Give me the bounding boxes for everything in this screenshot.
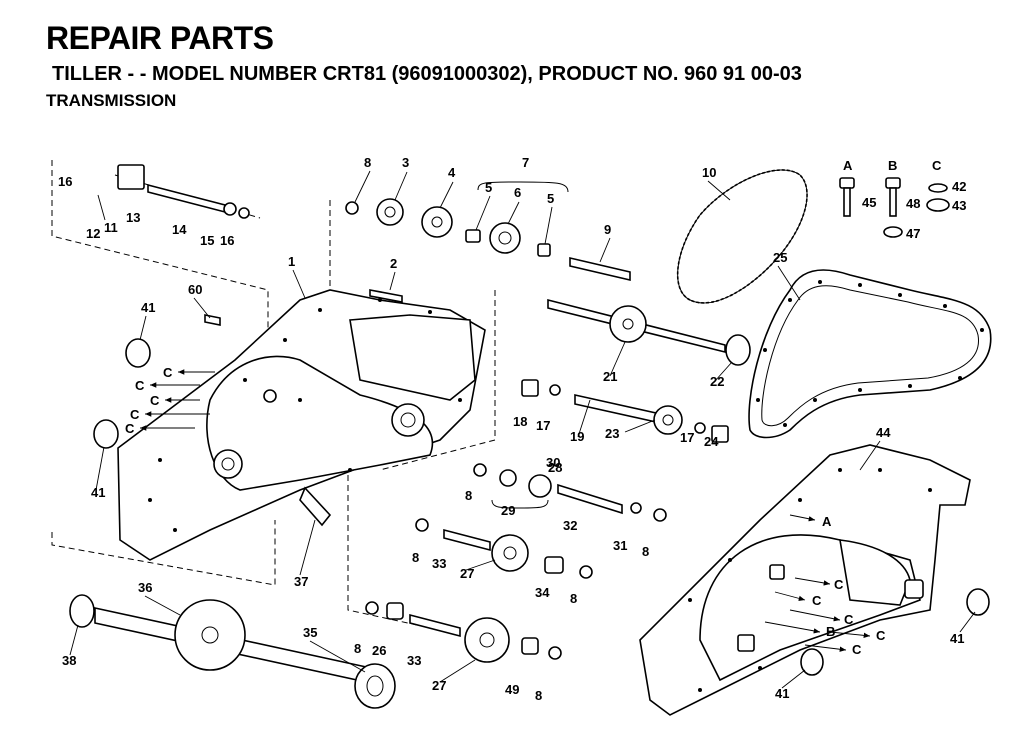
arrow-letter-c: C xyxy=(812,593,822,608)
callout-label: 21 xyxy=(603,369,617,384)
callout-label: 41 xyxy=(950,631,964,646)
callout-label: 41 xyxy=(775,686,789,701)
callout-label: 3 xyxy=(402,155,409,170)
callout-label: 13 xyxy=(126,210,140,225)
callout-label: 18 xyxy=(513,414,527,429)
callout-label: 26 xyxy=(372,643,386,658)
callout-label: 34 xyxy=(535,585,550,600)
callout-label: 41 xyxy=(91,485,105,500)
arrow-letter-c: C xyxy=(876,628,886,643)
callout-label: 10 xyxy=(702,165,716,180)
callout-label: 25 xyxy=(773,250,787,265)
callout-label: 29 xyxy=(501,503,515,518)
callout-label: 17 xyxy=(536,418,550,433)
gears-and-shafts xyxy=(69,198,990,709)
assembly-arrows xyxy=(140,369,871,652)
drive-chain xyxy=(676,169,808,304)
arrow-letter-c: C xyxy=(150,393,160,408)
callout-label: 9 xyxy=(604,222,611,237)
callout-label: 44 xyxy=(876,425,891,440)
callout-label: 33 xyxy=(432,556,446,571)
group-bracket xyxy=(477,181,569,193)
callout-label: 11 xyxy=(104,220,118,235)
callout-label: 6 xyxy=(514,185,521,200)
callout-label: 43 xyxy=(952,198,966,213)
section-heading: TRANSMISSION xyxy=(46,91,177,110)
callout-label: 1 xyxy=(288,254,295,269)
transmission-housing xyxy=(117,289,486,561)
callout-label: 7 xyxy=(522,155,529,170)
callout-label: 8 xyxy=(642,544,649,559)
callout-label: 8 xyxy=(364,155,371,170)
callout-label: 48 xyxy=(906,196,920,211)
callout-label: 23 xyxy=(605,426,619,441)
callout-label: 8 xyxy=(535,688,542,703)
group-bracket xyxy=(491,499,549,509)
shift-parts xyxy=(97,164,403,527)
page-title: REPAIR PARTS xyxy=(46,20,274,56)
callout-label: 47 xyxy=(906,226,920,241)
callout-label: 24 xyxy=(704,434,719,449)
callout-label: 4 xyxy=(448,165,456,180)
callout-label: 8 xyxy=(354,641,361,656)
callout-label: 16 xyxy=(220,233,234,248)
legend-letter-c: C xyxy=(932,158,942,173)
callout-label: 2 xyxy=(390,256,397,271)
callout-label: 32 xyxy=(563,518,577,533)
legend-letter-b: B xyxy=(888,158,897,173)
callout-label: 42 xyxy=(952,179,966,194)
arrow-letter-c: C xyxy=(852,642,862,657)
arrow-letter-a: A xyxy=(822,514,832,529)
callout-label: 60 xyxy=(188,282,202,297)
callout-label: 31 xyxy=(613,538,627,553)
hardware-legend xyxy=(839,177,950,238)
leader-lines xyxy=(69,170,976,689)
housing-gasket xyxy=(748,269,992,439)
callout-label: 16 xyxy=(58,174,72,189)
arrow-letter-c: C xyxy=(834,577,844,592)
callout-label: 49 xyxy=(505,682,519,697)
callout-label: 12 xyxy=(86,226,100,241)
arrow-letter-c: C xyxy=(125,421,135,436)
callout-label: 15 xyxy=(200,233,214,248)
callout-label: 33 xyxy=(407,653,421,668)
callout-label: 36 xyxy=(138,580,152,595)
arrow-letter-c: C xyxy=(135,378,145,393)
callout-label: 14 xyxy=(172,222,187,237)
callout-label: 28 xyxy=(548,460,562,475)
arrow-letter-c: C xyxy=(130,407,140,422)
callout-label: 30 xyxy=(546,455,560,470)
callout-label: 41 xyxy=(141,300,155,315)
callout-label: 37 xyxy=(294,574,308,589)
callout-label: 35 xyxy=(303,625,317,640)
callout-label: 8 xyxy=(465,488,472,503)
part-callouts: 1 2 3 4 5 5 6 7 8 8 8 8 8 8 8 9 10 11 12… xyxy=(58,155,966,703)
callout-label: 5 xyxy=(485,180,492,195)
callout-label: 38 xyxy=(62,653,76,668)
callout-label: 8 xyxy=(412,550,419,565)
arrow-letter-b: B xyxy=(826,624,835,639)
arrow-letter-c: C xyxy=(163,365,173,380)
callout-label: 27 xyxy=(460,566,474,581)
legend-letter-a: A xyxy=(843,158,853,173)
callout-label: 19 xyxy=(570,429,584,444)
callout-label: 45 xyxy=(862,195,876,210)
callout-label: 22 xyxy=(710,374,724,389)
callout-label: 27 xyxy=(432,678,446,693)
arrow-letter-c: C xyxy=(844,612,854,627)
callout-label: 5 xyxy=(547,191,554,206)
callout-label: 8 xyxy=(570,591,577,606)
callout-label: 17 xyxy=(680,430,694,445)
model-subtitle: TILLER - - MODEL NUMBER CRT81 (960910003… xyxy=(52,63,802,85)
